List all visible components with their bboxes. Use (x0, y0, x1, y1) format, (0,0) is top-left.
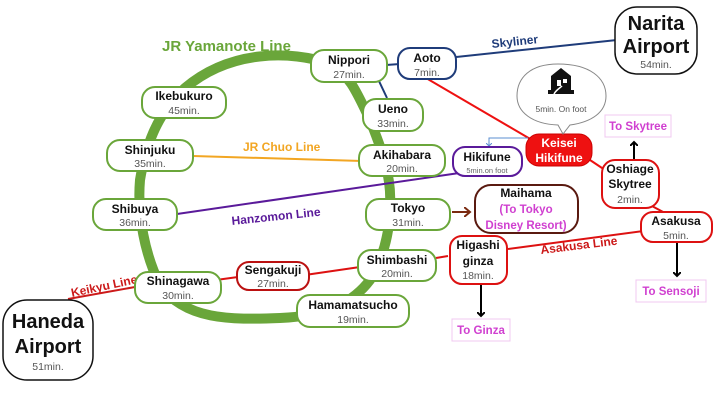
station-name: Hikifune (463, 150, 511, 164)
station-time: 33min. (377, 118, 409, 130)
station-shibuya[interactable]: Shibuya 36min. (92, 198, 178, 231)
station-time: 7min. (414, 67, 440, 79)
station-tokyo[interactable]: Tokyo 31min. (365, 198, 451, 231)
station-time: 19min. (337, 314, 369, 326)
chuo-line-label: JR Chuo Line (243, 140, 321, 154)
destination-label: To Skytree (609, 121, 667, 133)
airport-time: 51min. (32, 361, 64, 373)
station-time: 18min. (462, 270, 494, 282)
station-hikifune[interactable]: Hikifune 5min.on foot (452, 146, 523, 177)
airport-narita[interactable]: Narita Airport 54min. (614, 6, 698, 75)
station-ueno[interactable]: Ueno 33min. (362, 98, 424, 132)
airport-time: 54min. (640, 59, 672, 71)
house-icon (548, 68, 574, 95)
station-nippori[interactable]: Nippori 27min. (310, 49, 388, 83)
station-shimbashi[interactable]: Shimbashi 20min. (357, 249, 437, 282)
airport-haneda[interactable]: Haneda Airport 51min. (2, 299, 94, 381)
station-name: Shibuya (112, 202, 159, 216)
shimbashi-higashiginza-link (435, 255, 449, 259)
callout-text: 5min. On foot (535, 104, 587, 114)
station-name: Asakusa (651, 214, 701, 228)
station-time: 20min. (381, 268, 413, 280)
station-aoto[interactable]: Aoto 7min. (397, 47, 457, 80)
station-name-line2: ginza (463, 254, 494, 268)
station-name: Maihama (500, 186, 552, 200)
station-name-line2: Hikifune (535, 151, 583, 165)
aoto-ueno-link (377, 78, 388, 99)
asakusa-line-label: Asakusa Line (540, 234, 619, 257)
station-name: Shimbashi (367, 253, 428, 267)
airport-name-line1: Narita (628, 13, 686, 35)
station-time: 5min. (663, 230, 689, 242)
station-asakusa[interactable]: Asakusa 5min. (640, 211, 713, 243)
station-time: 35min. (134, 158, 166, 170)
station-name-line1: Oshiage (606, 162, 654, 176)
station-name: Hamamatsucho (308, 298, 397, 312)
airport-name-line2: Airport (623, 36, 690, 58)
sengakuji-shimbashi-link (304, 266, 361, 276)
destination-skytree[interactable]: To Skytree (604, 114, 672, 138)
station-subtitle-line1: (To Tokyo (499, 204, 552, 216)
station-name: Sengakuji (245, 263, 302, 277)
station-name: Shinjuku (125, 143, 176, 157)
station-sengakuji[interactable]: Sengakuji 27min. (236, 261, 310, 291)
station-name: Akihabara (373, 148, 431, 162)
station-name: Ikebukuro (155, 89, 212, 103)
station-name: Nippori (328, 53, 370, 67)
station-time: 27min. (333, 69, 365, 81)
airport-name-line2: Airport (15, 336, 82, 358)
chuo-line (192, 155, 363, 162)
station-name-line1: Higashi (456, 238, 499, 252)
walk-callout: 5min. On foot (516, 63, 607, 135)
destination-sensoji[interactable]: To Sensoji (635, 279, 707, 303)
station-shinjuku[interactable]: Shinjuku 35min. (106, 139, 194, 172)
destination-ginza[interactable]: To Ginza (451, 318, 511, 342)
station-name: Aoto (413, 51, 440, 65)
skyliner-line (427, 39, 618, 61)
station-oshiage-skytree[interactable]: Oshiage Skytree 2min. (601, 159, 660, 209)
station-name: Tokyo (391, 201, 425, 215)
station-subtitle-line2: Disney Resort) (485, 220, 566, 232)
station-time: 30min. (162, 290, 194, 302)
station-time: 45min. (168, 105, 200, 117)
airport-name-line1: Haneda (12, 311, 85, 333)
station-time: 36min. (119, 217, 151, 229)
station-keisei-hikifune[interactable]: Keisei Hikifune (525, 133, 593, 167)
station-time: 31min. (392, 217, 424, 229)
station-name: Shinagawa (147, 274, 210, 288)
walk-connector (489, 137, 528, 146)
destination-label: To Sensoji (642, 286, 699, 298)
yamanote-line-label: JR Yamanote Line (162, 38, 291, 55)
destination-label: To Ginza (457, 325, 505, 337)
station-ikebukuro[interactable]: Ikebukuro 45min. (141, 86, 227, 119)
hanzomon-line-label: Hanzomon Line (231, 205, 322, 228)
station-higashiginza[interactable]: Higashi ginza 18min. (449, 235, 508, 285)
station-akihabara[interactable]: Akihabara 20min. (358, 144, 446, 177)
station-time: 2min. (617, 194, 643, 206)
keikyu-line (67, 286, 136, 300)
keikyu-line-label: Keikyu Line (70, 272, 139, 300)
asakusa-line (507, 227, 667, 250)
skyliner-label: Skyliner (491, 32, 539, 51)
station-time: 20min. (386, 163, 418, 175)
station-name-line1: Keisei (541, 136, 576, 150)
hanzomon-line (176, 169, 481, 215)
station-time: 5min.on foot (466, 166, 508, 175)
keisei-line (425, 77, 533, 141)
station-maihama[interactable]: Maihama (To Tokyo Disney Resort) (474, 184, 579, 234)
station-time: 27min. (257, 278, 289, 290)
station-hamamatsucho[interactable]: Hamamatsucho 19min. (296, 294, 410, 328)
station-shinagawa[interactable]: Shinagawa 30min. (134, 271, 222, 304)
station-name-line2: Skytree (608, 177, 652, 191)
station-name: Ueno (378, 102, 408, 116)
